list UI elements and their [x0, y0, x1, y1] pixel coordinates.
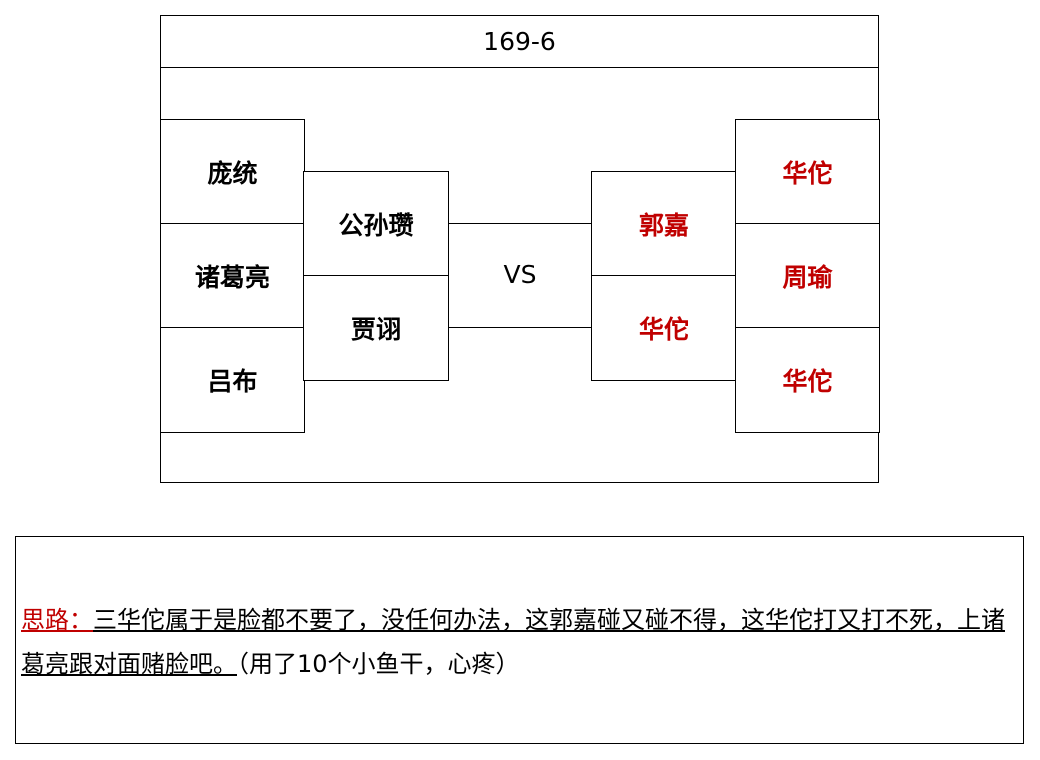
- hero-name: 郭嘉: [638, 211, 689, 240]
- left-hero-cell: 贾诩: [303, 275, 449, 381]
- left-hero-cell: 庞统: [160, 119, 305, 225]
- right-hero-cell: 华佗: [735, 119, 880, 225]
- note-tail: （用了10个小鱼干，心疼）: [237, 650, 520, 678]
- right-hero-cell: 郭嘉: [591, 171, 737, 277]
- hero-name: 华佗: [782, 159, 833, 188]
- title-divider: [160, 67, 879, 68]
- note-body: 三华佗属于是脸都不要了，没任何办法，这郭嘉碰又碰不得，这华佗打又打不死，上诸葛亮…: [21, 606, 1005, 678]
- hero-name: 诸葛亮: [194, 263, 270, 292]
- hero-name: 吕布: [207, 367, 258, 396]
- left-hero-cell: 诸葛亮: [160, 223, 305, 329]
- hero-name: 庞统: [207, 159, 258, 188]
- vs-label: VS: [503, 260, 537, 289]
- connector-left: [447, 327, 593, 328]
- hero-name: 华佗: [782, 367, 833, 396]
- connector-left: [447, 223, 593, 224]
- left-hero-cell: 吕布: [160, 327, 305, 433]
- strategy-note-box: [15, 536, 1024, 744]
- strategy-note: 思路：三华佗属于是脸都不要了，没任何办法，这郭嘉碰又碰不得，这华佗打又打不死，上…: [21, 598, 1011, 686]
- hero-name: 公孙瓒: [338, 211, 414, 240]
- level-title: 169-6: [483, 27, 556, 56]
- hero-name: 华佗: [638, 315, 689, 344]
- right-hero-cell: 周瑜: [735, 223, 880, 329]
- right-hero-cell: 华佗: [591, 275, 737, 381]
- hero-name: 贾诩: [350, 315, 401, 344]
- left-hero-cell: 公孙瓒: [303, 171, 449, 277]
- hero-name: 周瑜: [782, 263, 833, 292]
- right-hero-cell: 华佗: [735, 327, 880, 433]
- note-label: 思路：: [21, 606, 93, 634]
